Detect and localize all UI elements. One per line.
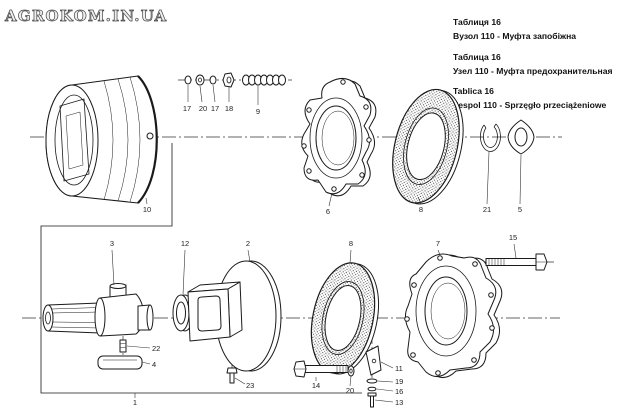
callout-9: 9	[256, 107, 260, 116]
part-22	[119, 339, 127, 353]
callout-17-a: 17	[183, 104, 191, 113]
part-5	[507, 119, 535, 155]
part-20-a	[195, 74, 205, 86]
part-9	[242, 74, 286, 86]
callout-19: 19	[395, 377, 403, 386]
callout-20-b: 20	[346, 386, 354, 395]
part-21	[480, 123, 501, 152]
part-11	[365, 345, 382, 376]
caption-pl-table: Tablica 16	[453, 86, 494, 96]
part-20-b	[347, 365, 355, 377]
callout-10: 10	[143, 205, 151, 214]
callout-16: 16	[395, 387, 403, 396]
callout-23: 23	[246, 381, 254, 390]
part-4	[97, 355, 143, 370]
leader-lines	[111, 84, 522, 403]
caption-ua-title: Вузол 110 - Муфта запобіжна	[453, 31, 576, 41]
callout-3: 3	[110, 239, 114, 248]
callout-1: 1	[133, 398, 137, 407]
part-17-b	[209, 75, 217, 85]
part-8-b	[310, 262, 379, 375]
callout-17-b: 17	[211, 104, 219, 113]
callout-5: 5	[518, 205, 522, 214]
part-7	[404, 253, 503, 378]
assembly-bracket	[40, 143, 362, 398]
caption-ua-table: Таблиця 16	[453, 17, 501, 27]
part-13	[367, 392, 377, 408]
part-8-a	[392, 88, 464, 205]
callout-20-a: 20	[199, 104, 207, 113]
callout-22: 22	[152, 344, 160, 353]
callout-8-a: 8	[419, 205, 423, 214]
callout-12: 12	[181, 239, 189, 248]
part-3	[42, 283, 154, 337]
caption-pl-title: Zespol 110 - Sprzęgło przeciążeniowe	[453, 100, 607, 110]
caption-ru-table: Таблица 16	[453, 52, 501, 62]
callout-8-b: 8	[349, 239, 353, 248]
callout-18: 18	[225, 104, 233, 113]
part-23	[226, 367, 238, 384]
part-17-a	[184, 75, 192, 85]
part-6	[301, 78, 377, 197]
part-10	[45, 75, 158, 204]
callout-7: 7	[436, 239, 440, 248]
site-watermark: AGROKOM.IN.UA	[4, 7, 167, 25]
callout-4: 4	[152, 360, 156, 369]
part-16	[367, 386, 377, 392]
callouts-top: 10 17 20 17 18 9 6 8 21 5	[143, 104, 522, 216]
caption-block: Таблиця 16 Вузол 110 - Муфта запобіжна Т…	[453, 17, 613, 110]
callout-14: 14	[312, 381, 320, 390]
part-2	[187, 260, 282, 372]
part-18	[222, 72, 235, 88]
callout-13: 13	[395, 398, 403, 407]
callouts-bottom: 3 12 2 8 7 15 22 4 23 14 20 11 19 16 13 …	[110, 233, 517, 407]
callout-2: 2	[246, 239, 250, 248]
caption-ru-title: Узел 110 - Муфта предохранительная	[453, 66, 613, 76]
part-19	[366, 378, 378, 384]
callout-15: 15	[509, 233, 517, 242]
callout-21: 21	[483, 205, 491, 214]
part-15	[485, 253, 548, 271]
callout-6: 6	[326, 207, 330, 216]
callout-11: 11	[395, 364, 403, 373]
